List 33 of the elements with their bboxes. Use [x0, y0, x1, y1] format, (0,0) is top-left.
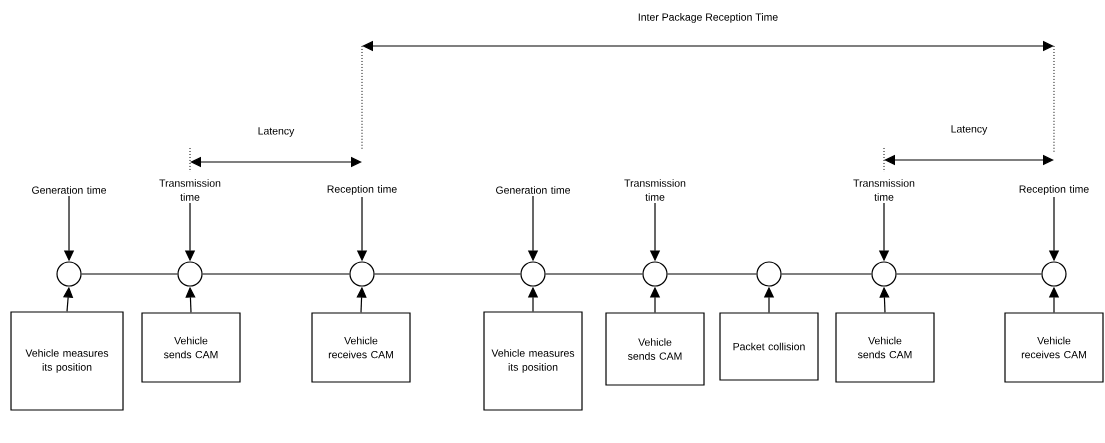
event-circle: [642, 261, 668, 287]
process-box: Vehicle measures its position: [10, 311, 124, 411]
dimension-label: Latency: [951, 125, 988, 135]
event-circle: [871, 261, 897, 287]
time-label: Transmission time: [624, 179, 686, 201]
process-box: Vehicle sends CAM: [141, 312, 241, 383]
process-box: Vehicle receives CAM: [311, 312, 411, 383]
event-circle: [56, 261, 82, 287]
timeline-line: [667, 273, 757, 275]
timeline-line: [896, 273, 1042, 275]
time-label: Transmission time: [159, 179, 221, 201]
process-box: Vehicle sends CAM: [605, 312, 705, 386]
time-label: Generation time: [32, 186, 107, 194]
event-circle: [349, 261, 375, 287]
dimension-label: Latency: [258, 127, 295, 137]
dimension-label: Inter Package Reception Time: [638, 13, 778, 23]
process-box: Vehicle receives CAM: [1004, 312, 1104, 383]
process-box: Packet collision: [719, 312, 819, 381]
event-circle: [177, 261, 203, 287]
time-label: Generation time: [496, 186, 570, 194]
time-label: Reception time: [327, 185, 397, 195]
process-box: Vehicle measures its position: [483, 311, 583, 411]
process-box: Vehicle sends CAM: [835, 312, 935, 383]
event-circle: [756, 261, 782, 287]
event-circle: [1041, 261, 1067, 287]
event-circle: [520, 261, 546, 287]
timeline-line: [81, 273, 178, 275]
time-label: Reception time: [1019, 185, 1089, 195]
timeline-line: [545, 273, 643, 275]
timeline-line: [374, 273, 521, 275]
timeline-line: [781, 273, 872, 275]
time-label: Transmission time: [853, 179, 915, 201]
timeline-line: [202, 273, 350, 275]
